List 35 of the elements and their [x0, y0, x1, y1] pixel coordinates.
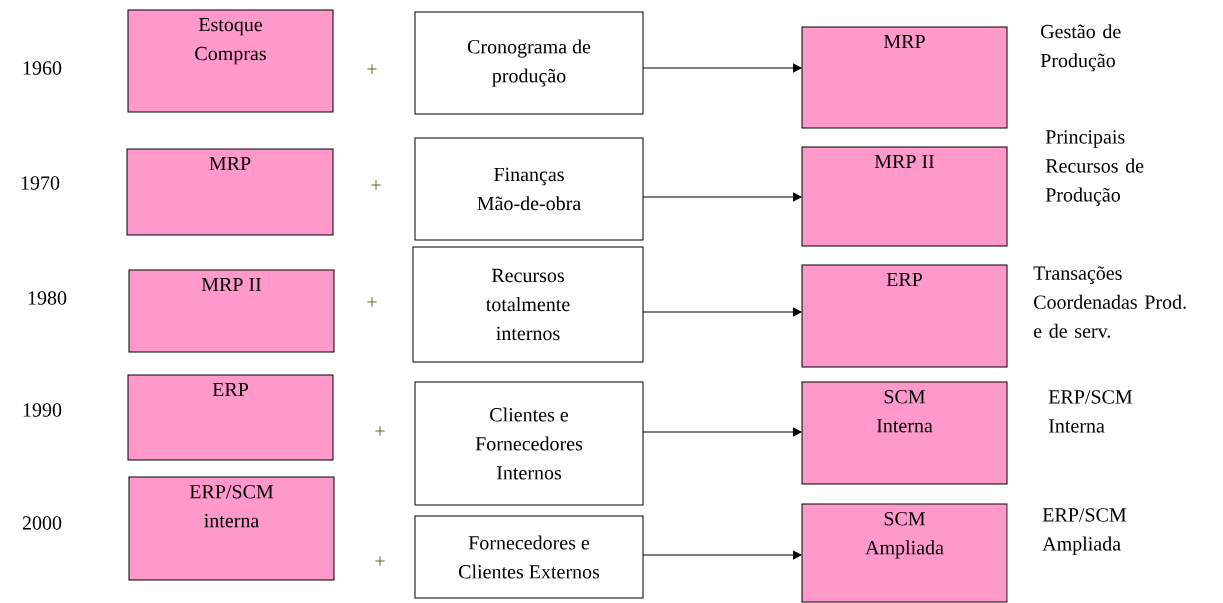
text-box: Cronograma de produção [414, 11, 644, 115]
year-label: 1960 [23, 61, 62, 75]
side-note: Transações Coordenadas Prod. e de serv. [1033, 266, 1186, 338]
text-box: Fornecedores e Clientes Externos [414, 515, 644, 599]
arrow [642, 427, 802, 437]
process-box: ERP [127, 374, 334, 461]
text-box: Recursos totalmente internos [412, 246, 644, 363]
process-box: MRP II [128, 269, 335, 353]
text-box: Clientes e Fornecedores Internos [414, 381, 644, 506]
process-box: SCM Interna [801, 381, 1008, 485]
process-box: MRP [801, 26, 1008, 129]
year-label: 2000 [22, 516, 62, 530]
plus-sign: + [375, 556, 385, 566]
process-box: ERP [801, 264, 1008, 368]
arrow [642, 550, 802, 560]
arrow [642, 192, 802, 202]
side-note: Principais Recursos de Produção [1045, 130, 1144, 206]
process-box: Estoque Compras [127, 9, 334, 113]
year-label: 1970 [21, 176, 60, 190]
plus-sign: + [371, 180, 381, 190]
side-note: ERP/SCM Interna [1048, 390, 1133, 433]
side-note: Gestão de Produção [1040, 24, 1121, 72]
side-note: ERP/SCM Ampliada [1042, 508, 1127, 555]
year-label: 1990 [23, 403, 62, 417]
arrow [642, 63, 802, 73]
plus-sign: + [367, 64, 377, 74]
process-box: MRP II [801, 146, 1008, 247]
process-box: MRP [126, 148, 334, 236]
arrow [642, 307, 802, 317]
plus-sign: + [367, 297, 377, 307]
process-box: SCM Ampliada [801, 503, 1008, 603]
process-box: ERP/SCM interna [128, 476, 335, 581]
text-box: Finanças Mão-de-obra [414, 137, 644, 241]
plus-sign: + [375, 426, 385, 436]
year-label: 1980 [28, 291, 67, 305]
